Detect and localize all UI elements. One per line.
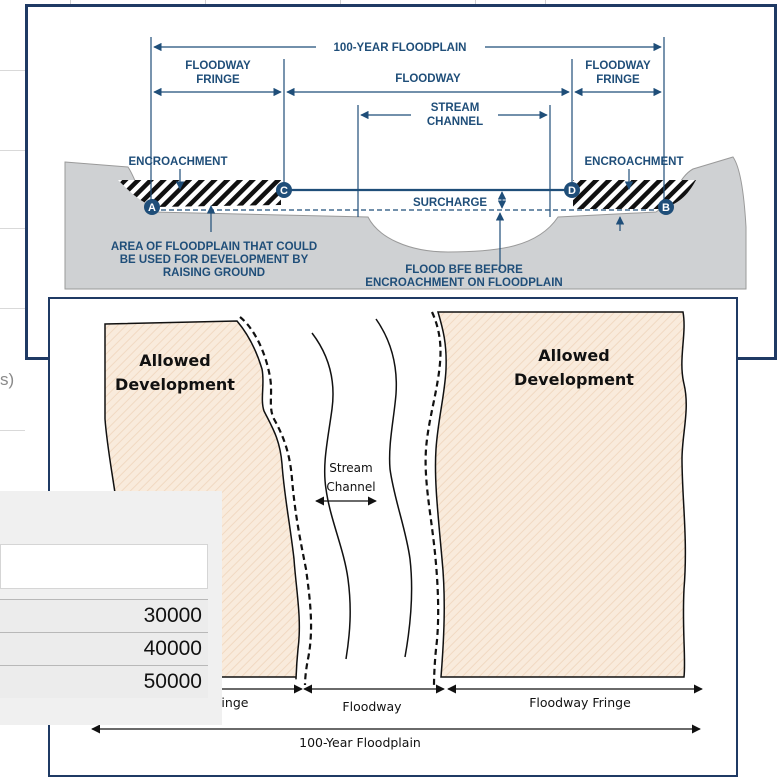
marker-d: D bbox=[564, 182, 580, 198]
grid-line bbox=[0, 150, 25, 151]
area-note: BE USED FOR DEVELOPMENT BY bbox=[120, 254, 309, 266]
allowed-development-label: Development bbox=[514, 370, 634, 389]
spreadsheet-input-cell[interactable] bbox=[0, 544, 208, 589]
encroachment-hatch-left bbox=[118, 180, 281, 207]
floodplain-label: 100-YEAR FLOODPLAIN bbox=[334, 42, 467, 54]
table-row[interactable]: 50000 bbox=[0, 665, 208, 698]
fringe-right-label: FLOODWAY bbox=[585, 60, 651, 72]
svg-text:C: C bbox=[280, 185, 288, 197]
fringe-boundary-right bbox=[424, 311, 442, 686]
stream-bank-left bbox=[311, 332, 351, 660]
stream-label: STREAM bbox=[431, 102, 480, 114]
grid-line bbox=[0, 228, 25, 229]
grid-line bbox=[0, 430, 25, 431]
marker-c: C bbox=[276, 182, 292, 198]
grid-line bbox=[0, 308, 25, 309]
bfe-note: ENCROACHMENT ON FLOODPLAIN bbox=[365, 277, 562, 289]
table-row[interactable]: 40000 bbox=[0, 632, 208, 665]
area-note: RAISING GROUND bbox=[163, 267, 265, 279]
bfe-note: FLOOD BFE BEFORE bbox=[405, 264, 523, 276]
floodplain-label: 100-Year Floodplain bbox=[299, 735, 421, 750]
grid-line bbox=[0, 70, 25, 71]
stream-channel-label: Channel bbox=[326, 480, 375, 494]
fringe-right-label: FRINGE bbox=[596, 74, 640, 86]
encroachment-label: ENCROACHMENT bbox=[128, 156, 227, 168]
fringe-right-label: Floodway Fringe bbox=[529, 695, 631, 710]
fringe-left-label: FRINGE bbox=[196, 74, 240, 86]
table-row[interactable]: 30000 bbox=[0, 599, 208, 632]
stream-label: CHANNEL bbox=[427, 116, 483, 128]
allowed-development-right bbox=[434, 311, 687, 678]
surcharge-label: SURCHARGE bbox=[413, 197, 487, 209]
floodway-label: Floodway bbox=[342, 699, 402, 714]
stream-bank-right bbox=[375, 318, 413, 658]
fringe-left-label: FLOODWAY bbox=[185, 60, 251, 72]
spreadsheet-fragment: 30000 40000 50000 bbox=[0, 491, 222, 725]
allowed-development-label: Allowed bbox=[139, 351, 210, 370]
allowed-development-label: Development bbox=[115, 375, 235, 394]
cross-section-diagram: 100-YEAR FLOODPLAIN FLOODWAY FRINGE FLOO… bbox=[64, 37, 747, 290]
svg-text:A: A bbox=[148, 202, 156, 214]
cell-text-fragment: s) bbox=[0, 370, 15, 389]
floodway-label: FLOODWAY bbox=[395, 73, 461, 85]
stream-channel-label: Stream bbox=[329, 461, 372, 475]
marker-a: A bbox=[144, 199, 160, 215]
marker-b: B bbox=[658, 199, 674, 215]
encroachment-label: ENCROACHMENT bbox=[584, 156, 683, 168]
area-note: AREA OF FLOODPLAIN THAT COULD bbox=[111, 241, 317, 253]
allowed-development-label: Allowed bbox=[538, 346, 609, 365]
svg-text:B: B bbox=[662, 202, 670, 214]
fringe-boundary-left bbox=[239, 316, 313, 686]
svg-text:D: D bbox=[568, 185, 576, 197]
